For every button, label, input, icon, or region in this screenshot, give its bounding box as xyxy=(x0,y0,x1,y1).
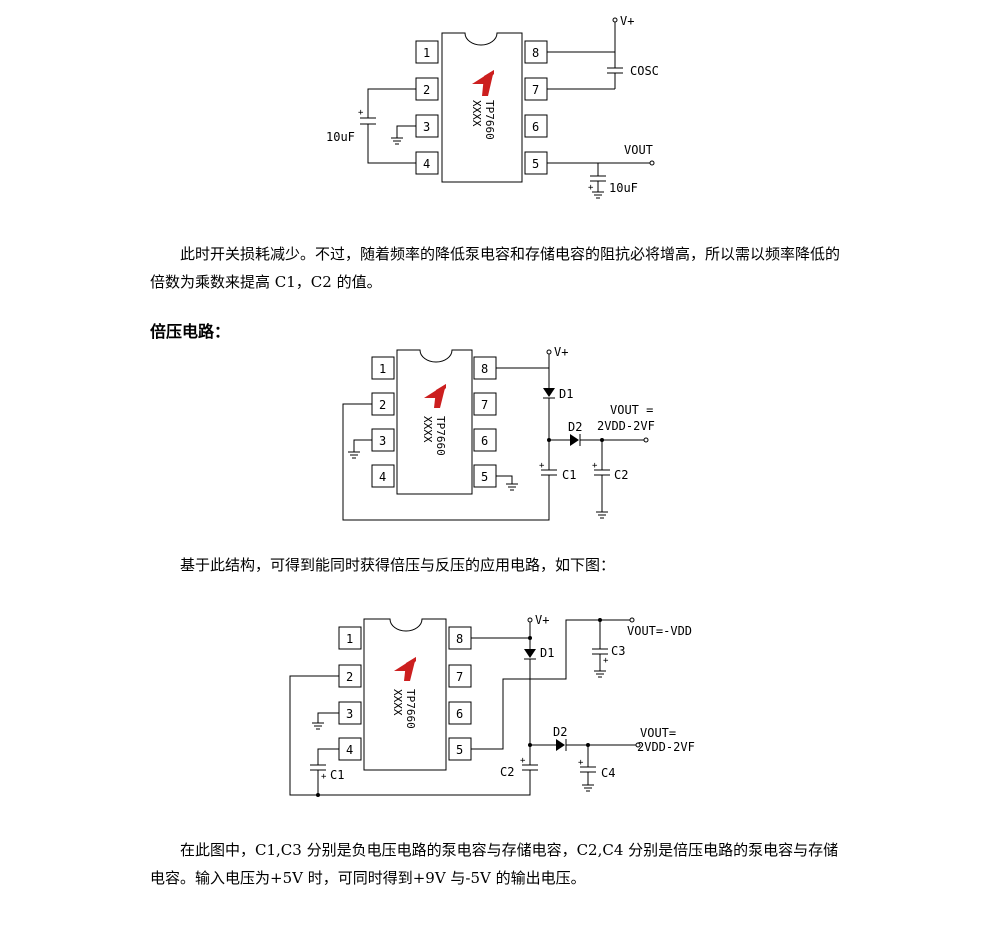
svg-text:+: + xyxy=(520,756,526,766)
svg-text:C2: C2 xyxy=(614,468,628,482)
svg-text:7: 7 xyxy=(481,398,488,412)
svg-text:+: + xyxy=(321,772,327,782)
svg-text:V+: V+ xyxy=(535,613,549,627)
chip-pins-left: 1 2 3 4 xyxy=(415,40,439,175)
svg-text:4: 4 xyxy=(379,470,386,484)
svg-text:3: 3 xyxy=(423,120,430,134)
svg-text:TP7660: TP7660 xyxy=(434,416,447,456)
chip-marking: TP7660 XXXX xyxy=(470,100,496,140)
svg-text:2: 2 xyxy=(346,670,353,684)
svg-text:VOUT=: VOUT= xyxy=(640,726,676,740)
svg-text:C1: C1 xyxy=(330,768,344,782)
svg-text:+: + xyxy=(539,461,545,471)
svg-text:6: 6 xyxy=(456,707,463,721)
svg-text:3: 3 xyxy=(346,707,353,721)
svg-text:5: 5 xyxy=(456,743,463,757)
svg-text:VOUT: VOUT xyxy=(624,143,653,157)
svg-text:C1: C1 xyxy=(562,468,576,482)
chip-pins-left: 1 2 3 4 xyxy=(338,626,362,761)
svg-text:2: 2 xyxy=(423,83,430,97)
svg-text:V+: V+ xyxy=(554,345,568,359)
paragraph-1: 此时开关损耗减少。不过，随着频率的降低泵电容和存储电容的阻抗必将增高，所以需以频… xyxy=(150,245,841,291)
svg-text:V+: V+ xyxy=(620,14,634,28)
svg-text:C4: C4 xyxy=(601,766,615,780)
svg-text:+: + xyxy=(592,461,598,471)
paragraph-2: 基于此结构，可得到能同时获得倍压与反压的应用电路，如下图： xyxy=(180,556,616,574)
svg-text:8: 8 xyxy=(532,46,539,60)
chip-pins-right: 8 7 6 5 xyxy=(524,40,548,175)
svg-text:XXXX: XXXX xyxy=(470,100,483,127)
paragraph-3: 在此图中，C1,C3 分别是负电压电路的泵电容与存储电容，C2,C4 分别是倍压… xyxy=(150,841,839,887)
svg-text:VOUT =: VOUT = xyxy=(610,403,653,417)
svg-text:1: 1 xyxy=(346,632,353,646)
chip-pins-left: 1 2 3 4 xyxy=(371,356,395,488)
svg-text:XXXX: XXXX xyxy=(391,689,404,716)
svg-text:C2: C2 xyxy=(500,765,514,779)
svg-text:D2: D2 xyxy=(553,725,567,739)
svg-text:COSC: COSC xyxy=(630,64,659,78)
svg-text:5: 5 xyxy=(481,470,488,484)
svg-text:6: 6 xyxy=(532,120,539,134)
svg-text:6: 6 xyxy=(481,434,488,448)
figure-combined-circuit: 1 2 3 4 8 7 6 5 TP7660 XXXX V+ D1 VOUT=-… xyxy=(0,605,991,805)
svg-text:2VDD-2VF: 2VDD-2VF xyxy=(637,740,695,754)
svg-text:+: + xyxy=(358,108,364,118)
svg-text:1: 1 xyxy=(379,362,386,376)
svg-text:10uF: 10uF xyxy=(609,181,638,195)
svg-text:D1: D1 xyxy=(559,387,573,401)
svg-text:+: + xyxy=(588,183,594,193)
svg-text:1: 1 xyxy=(423,46,430,60)
svg-text:+: + xyxy=(578,758,584,768)
chip-body xyxy=(363,618,447,771)
svg-text:VOUT=-VDD: VOUT=-VDD xyxy=(627,624,692,638)
svg-text:D1: D1 xyxy=(540,646,554,660)
svg-text:8: 8 xyxy=(481,362,488,376)
chip-pins-right: 8 7 6 5 xyxy=(448,626,472,761)
chip-body xyxy=(396,349,473,495)
svg-text:4: 4 xyxy=(346,743,353,757)
chip-marking: TP7660 XXXX xyxy=(421,416,447,456)
chip-pins-right: 8 7 6 5 xyxy=(473,356,497,488)
svg-text:+: + xyxy=(603,656,609,666)
svg-text:TP7660: TP7660 xyxy=(483,100,496,140)
chip-marking: TP7660 XXXX xyxy=(391,689,417,729)
svg-text:8: 8 xyxy=(456,632,463,646)
svg-text:10uF: 10uF xyxy=(326,130,355,144)
svg-text:2VDD-2VF: 2VDD-2VF xyxy=(597,419,655,433)
section-heading: 倍压电路： xyxy=(150,322,231,341)
svg-text:XXXX: XXXX xyxy=(421,416,434,443)
figure-negative-voltage-circuit: 1 2 3 4 8 7 6 5 TP7660 XXXX V+ COSC + 10… xyxy=(0,0,991,215)
svg-text:C3: C3 xyxy=(611,644,625,658)
svg-text:5: 5 xyxy=(532,157,539,171)
svg-text:D2: D2 xyxy=(568,420,582,434)
chip-body xyxy=(441,32,523,183)
svg-text:7: 7 xyxy=(532,83,539,97)
svg-text:4: 4 xyxy=(423,157,430,171)
svg-text:2: 2 xyxy=(379,398,386,412)
svg-text:3: 3 xyxy=(379,434,386,448)
figure-voltage-doubler-circuit: 1 2 3 4 8 7 6 5 TP7660 XXXX V+ D1 D2 VOU… xyxy=(0,340,991,530)
svg-text:7: 7 xyxy=(456,670,463,684)
svg-text:TP7660: TP7660 xyxy=(404,689,417,729)
